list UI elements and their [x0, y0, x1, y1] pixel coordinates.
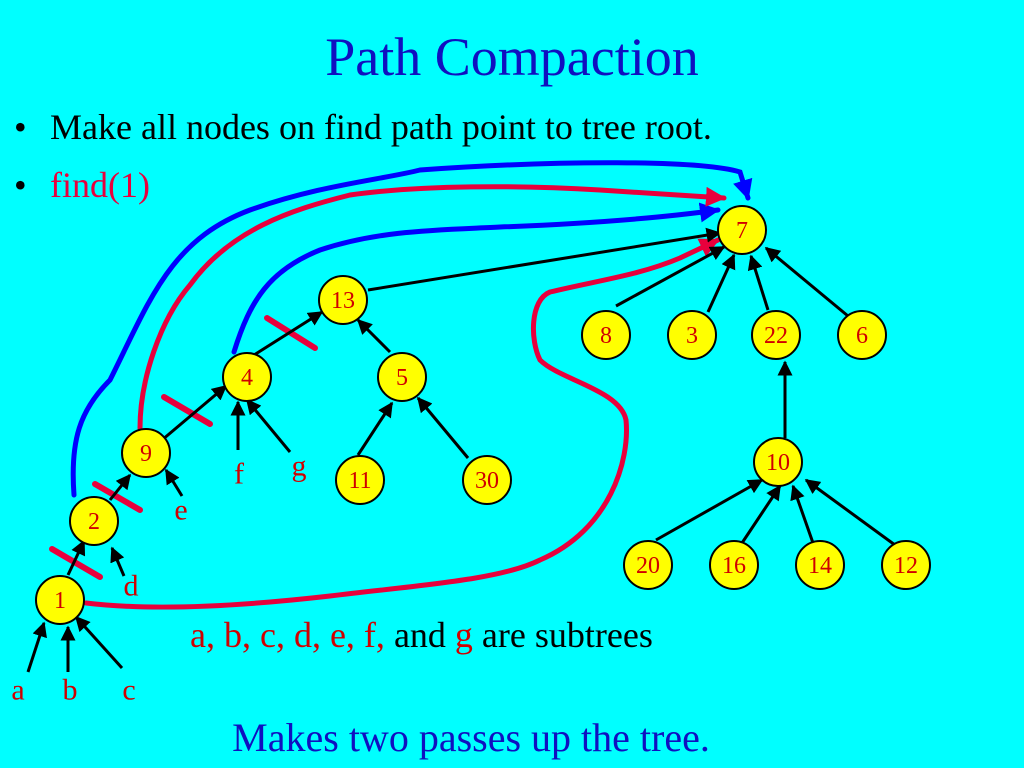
- footer-note: Makes two passes up the tree.: [232, 715, 710, 760]
- subtree-labels: a b c d e f g: [11, 450, 306, 707]
- caption-last-subtree: g: [454, 615, 473, 655]
- subtree-label-c: c: [122, 674, 135, 707]
- edge-12-10: [804, 478, 896, 547]
- node-22: 22: [751, 310, 801, 360]
- compaction-paths: [70, 160, 753, 610]
- cut-mark: [49, 546, 103, 580]
- node-label: 5: [396, 365, 408, 391]
- node-1: 1: [35, 575, 85, 625]
- node-label: 11: [348, 468, 371, 494]
- slide-title: Path Compaction: [325, 27, 699, 87]
- red-path-1-to-7: [83, 237, 721, 610]
- edge-e-9: [164, 468, 184, 497]
- cut-mark: [161, 394, 213, 427]
- subtree-label-g: g: [292, 450, 307, 483]
- node-label: 16: [722, 553, 746, 579]
- blue-path-4-to-7: [231, 202, 721, 355]
- subtree-label-f: f: [234, 458, 244, 491]
- edge-2-9: [108, 473, 132, 501]
- subtree-label-b: b: [63, 674, 78, 707]
- node-label: 1: [54, 588, 66, 614]
- edge-3-7: [706, 253, 736, 313]
- cut-mark: [92, 481, 143, 513]
- blue-path-2-to-7: [70, 160, 753, 498]
- node-label: 30: [475, 468, 499, 494]
- node-label: 2: [88, 509, 100, 535]
- bullet-text: Make all nodes on find path point to tre…: [50, 107, 712, 147]
- node-12: 12: [881, 540, 931, 590]
- edge-16-10: [740, 484, 782, 544]
- node-label: 13: [331, 288, 355, 314]
- caption: a, b, c, d, e, f, and g are subtrees: [190, 614, 653, 656]
- node-label: 14: [808, 553, 832, 579]
- caption-and: and: [384, 615, 455, 655]
- edge-4-13: [253, 310, 324, 357]
- subtree-label-e: e: [174, 494, 187, 527]
- node-5: 5: [377, 352, 427, 402]
- node-label: 8: [600, 323, 612, 349]
- edge-22-7: [747, 254, 770, 311]
- red-path-9-to-7: [137, 184, 727, 431]
- node-label: 6: [856, 323, 868, 349]
- node-2: 2: [69, 496, 119, 546]
- bullet-text: find(1): [50, 165, 150, 205]
- edge-c-1: [74, 615, 124, 670]
- node-label: 3: [686, 323, 698, 349]
- edge-13-7: [367, 227, 722, 292]
- edge-9-4: [161, 384, 228, 442]
- bullet-dot: •: [14, 165, 27, 205]
- node-16: 16: [709, 540, 759, 590]
- edge-a-1: [26, 621, 47, 673]
- edge-20-10: [655, 478, 764, 542]
- node-8: 8: [581, 310, 631, 360]
- edge-6-7: [764, 246, 849, 318]
- node-label: 20: [636, 553, 660, 579]
- bullet-dot: •: [14, 107, 27, 147]
- bullet-item-2: • find(1): [14, 164, 150, 206]
- subtree-label-d: d: [124, 570, 139, 603]
- node-10: 10: [753, 437, 803, 487]
- node-label: 7: [736, 218, 748, 244]
- node-3: 3: [667, 310, 717, 360]
- node-20: 20: [623, 540, 673, 590]
- edge-d-2: [110, 546, 126, 577]
- edge-14-10: [790, 484, 815, 544]
- edge-11-5: [356, 401, 394, 456]
- node-label: 9: [140, 441, 152, 467]
- node-6: 6: [837, 310, 887, 360]
- node-label: 12: [894, 553, 918, 579]
- node-30: 30: [462, 455, 512, 505]
- node-label: 22: [764, 323, 788, 349]
- caption-rest: are subtrees: [472, 615, 653, 655]
- node-11: 11: [335, 455, 385, 505]
- edge-30-5: [416, 396, 470, 459]
- subtree-label-a: a: [11, 674, 24, 707]
- node-label: 4: [241, 365, 253, 391]
- node-13: 13: [318, 275, 368, 325]
- tree-edges: [26, 227, 896, 673]
- node-label: 10: [766, 450, 790, 476]
- node-14: 14: [795, 540, 845, 590]
- edge-5-13: [356, 318, 392, 354]
- node-7: 7: [717, 205, 767, 255]
- caption-subtrees: a, b, c, d, e, f,: [190, 615, 385, 655]
- node-9: 9: [121, 428, 171, 478]
- bullet-item-1: • Make all nodes on find path point to tr…: [14, 106, 712, 148]
- edge-1-2: [66, 539, 86, 576]
- node-4: 4: [222, 352, 272, 402]
- edge-g-4: [245, 398, 292, 453]
- tree-nodes: 7 13 4 5 9 2 1 11 30 8 3 22 6 10 20 16 1…: [35, 205, 931, 625]
- edge-8-7: [615, 245, 726, 308]
